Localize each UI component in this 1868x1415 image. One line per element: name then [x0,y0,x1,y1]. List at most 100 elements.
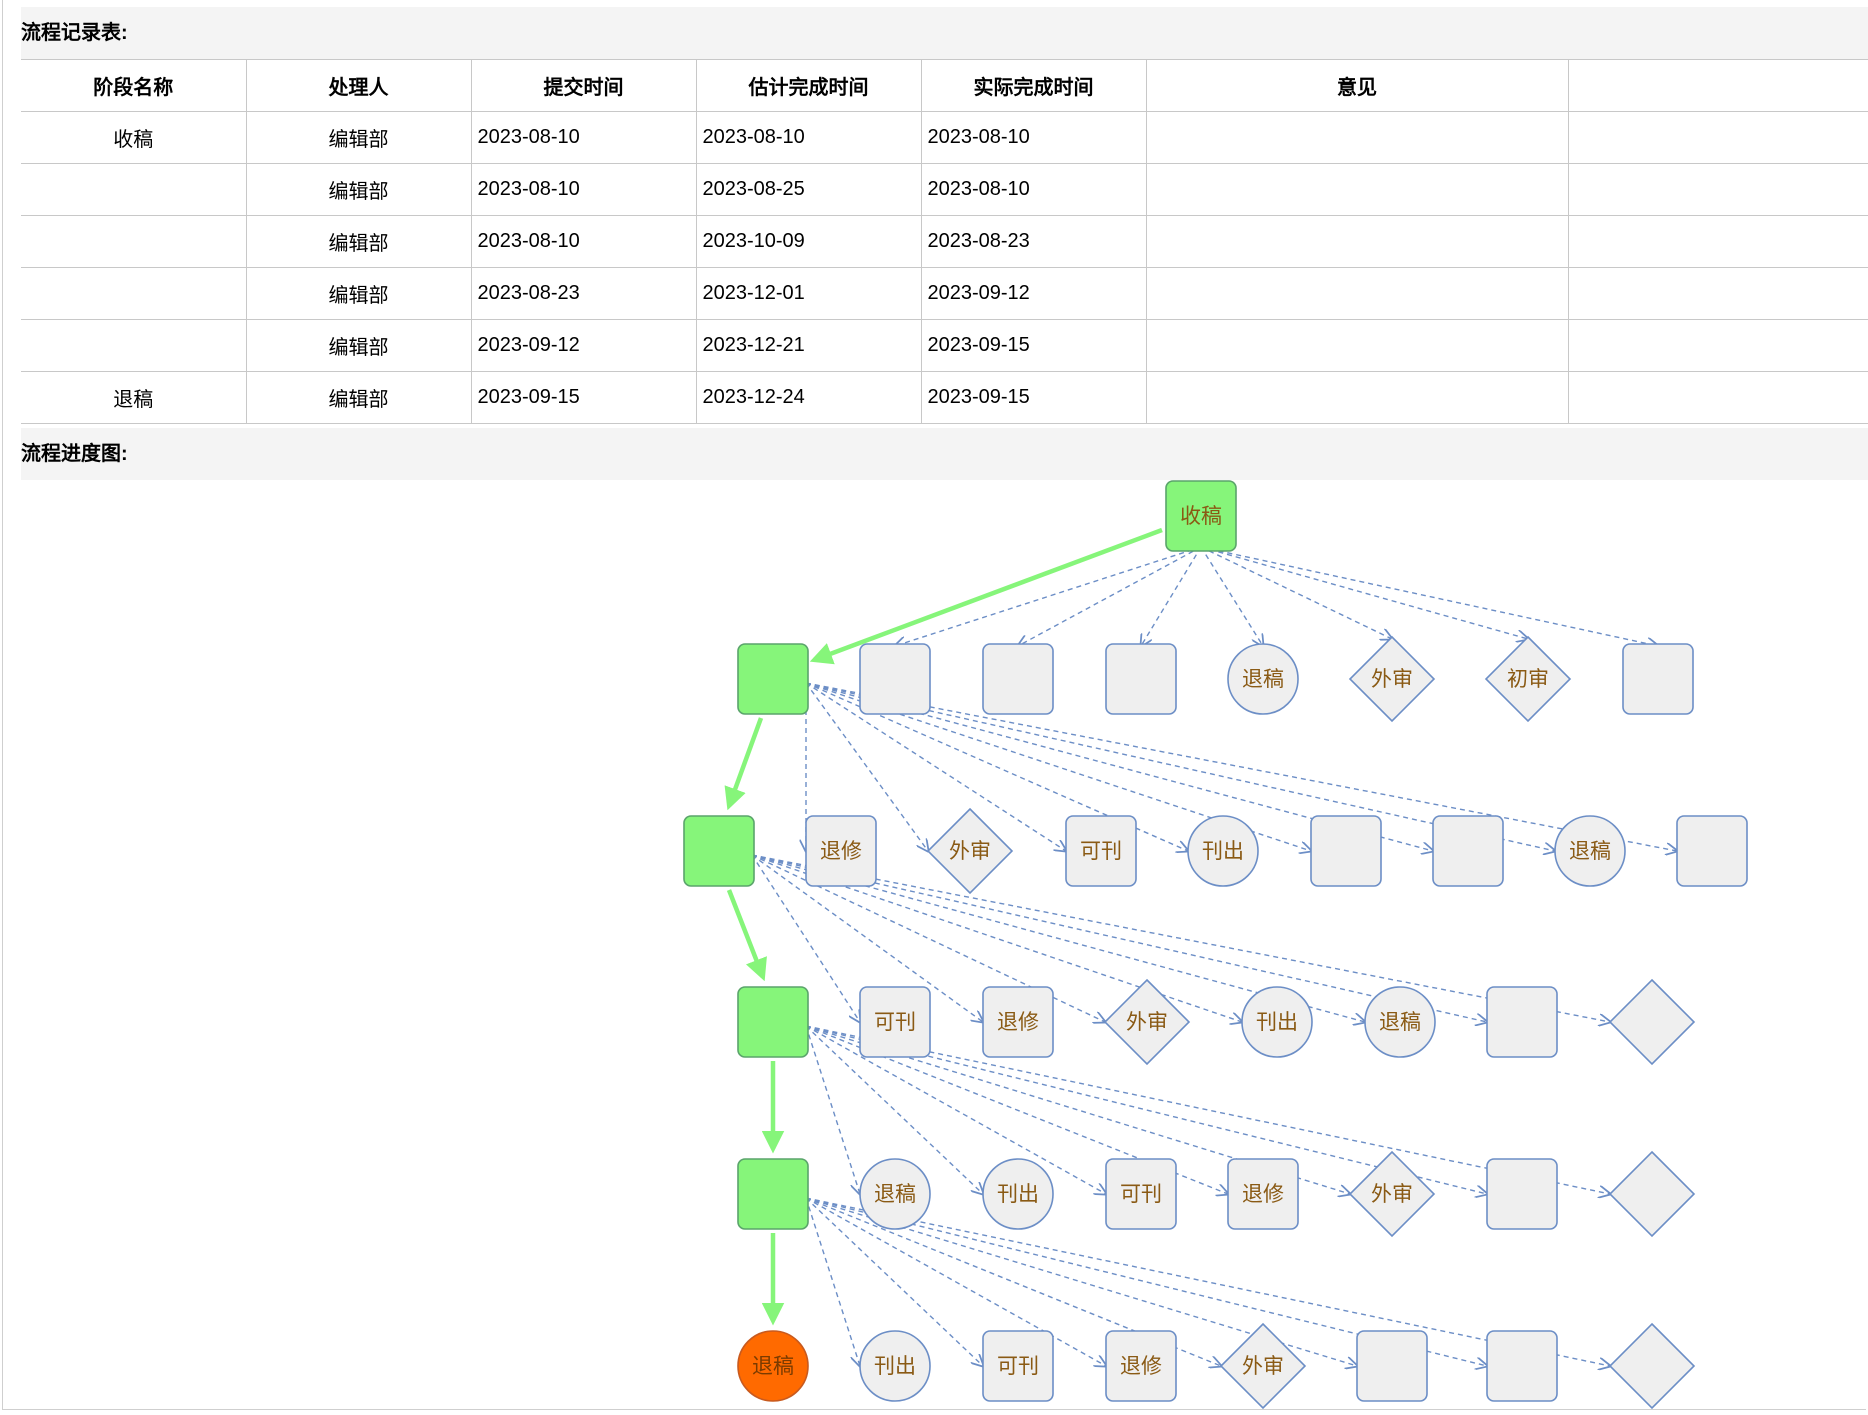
square-node-shape [1165,480,1237,552]
cell-stage [21,319,247,372]
option-node: 外审 [1103,978,1191,1066]
node-label: 退稿 [1242,667,1284,691]
option-node [1608,1150,1696,1238]
cell-handler: 编辑部 [246,215,472,268]
cell-submit: 2023-09-15 [471,371,697,424]
square-node-shape [683,815,755,887]
cell-actual: 2023-09-15 [921,371,1147,424]
option-node: 初审 [1484,635,1572,723]
branch-arrow [805,1197,860,1366]
cell-actual: 2023-08-10 [921,111,1147,164]
header-estimated-time: 估计完成时间 [696,59,922,112]
diamond-node-shape [1608,978,1696,1066]
node-label: 退稿 [1569,839,1611,863]
current-stage-node [737,1158,809,1230]
circle-node-shape [982,1158,1054,1230]
cell-opinion [1146,371,1569,424]
header-handler: 处理人 [246,59,472,112]
cell-estimate: 2023-12-24 [696,371,922,424]
square-node-shape [1105,1330,1177,1402]
table-row: 编辑部 2023-08-10 2023-08-25 2023-08-10 [21,163,1868,216]
node-label: 可刊 [874,1010,916,1034]
option-node: 外审 [1348,1150,1436,1238]
branch-arrow [751,854,983,1022]
branch-arrow [805,1025,983,1194]
node-label: 可刊 [1120,1182,1162,1206]
cell-extra [1568,163,1868,216]
branch-arrow [751,854,1610,1022]
square-node-shape [1486,1158,1558,1230]
cell-actual: 2023-09-15 [921,319,1147,372]
option-node: 退修 [982,986,1054,1058]
current-stage-node [683,815,755,887]
cell-estimate: 2023-12-01 [696,267,922,320]
branch-arrow [805,1025,860,1194]
option-node [1676,815,1748,887]
square-node-shape [1065,815,1137,887]
branch-arrow [805,682,928,851]
header-actual-time: 实际完成时间 [921,59,1147,112]
table-row: 收稿 编辑部 2023-08-10 2023-08-10 2023-08-10 [21,111,1868,164]
square-node-shape [805,815,877,887]
cell-extra [1568,371,1868,424]
node-label: 刊出 [1256,1010,1298,1034]
diamond-node-shape [1348,1150,1436,1238]
branch-arrow [805,682,1188,851]
branch-arrow [1200,546,1263,646]
cell-handler: 编辑部 [246,371,472,424]
cell-extra [1568,319,1868,372]
cell-opinion [1146,319,1569,372]
table-row: 退稿 编辑部 2023-09-15 2023-12-24 2023-09-15 [21,371,1868,424]
node-label: 初审 [1507,667,1549,691]
table-row: 编辑部 2023-09-12 2023-12-21 2023-09-15 [21,319,1868,372]
node-label: 外审 [949,839,991,863]
option-node [1310,815,1382,887]
option-node [1432,815,1504,887]
node-label: 退修 [820,839,862,863]
option-node: 外审 [926,807,1014,895]
node-label: 外审 [1242,1354,1284,1378]
branch-arrow [805,1197,1610,1366]
square-node-shape [1486,986,1558,1058]
cell-submit: 2023-08-10 [471,111,697,164]
node-label: 刊出 [997,1182,1039,1206]
branch-arrow [1018,546,1202,646]
square-node-shape [982,643,1054,715]
option-node: 退稿 [1364,986,1436,1058]
branch-arrow [751,854,860,1022]
record-section-title: 流程记录表: [21,7,1868,59]
option-node: 退稿 [1227,643,1299,715]
circle-node-shape [1364,986,1436,1058]
circle-node-shape [1554,815,1626,887]
node-label: 退修 [1242,1182,1284,1206]
progress-arrow [726,889,767,982]
cell-stage [21,215,247,268]
cell-estimate: 2023-08-25 [696,163,922,216]
square-node-shape [1310,815,1382,887]
option-node: 退稿 [1554,815,1626,887]
option-node: 可刊 [1065,815,1137,887]
option-node: 刊出 [1241,986,1313,1058]
branch-arrow [805,1197,1106,1366]
branch-arrow [805,682,1555,851]
node-label: 可刊 [1080,839,1122,863]
diagram-section-title: 流程进度图: [21,428,1868,480]
node-label: 退修 [997,1010,1039,1034]
node-label: 可刊 [997,1354,1039,1378]
square-node-shape [737,1158,809,1230]
option-node [982,643,1054,715]
diamond-node-shape [1348,635,1436,723]
option-node: 刊出 [1187,815,1259,887]
branch-arrow [751,854,1365,1022]
cell-estimate: 2023-10-09 [696,215,922,268]
cell-stage: 退稿 [21,371,247,424]
diamond-node-shape [1608,1322,1696,1410]
header-extra [1568,59,1868,112]
cell-opinion [1146,215,1569,268]
current-stage-node: 退稿 [737,1330,809,1402]
square-node-shape [859,643,931,715]
current-stage-node [737,643,809,715]
node-label: 外审 [1371,667,1413,691]
option-node: 可刊 [1105,1158,1177,1230]
